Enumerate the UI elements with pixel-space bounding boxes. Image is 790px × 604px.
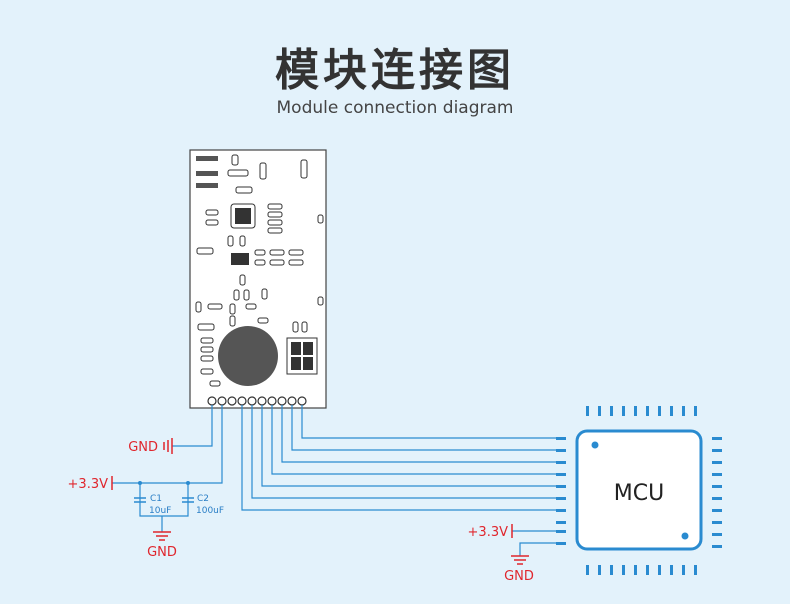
- junction-dot: [138, 481, 142, 485]
- gnd-mcu-label: GND: [504, 569, 534, 584]
- gnd-left-label: GND: [128, 440, 158, 455]
- capacitor-c1: [134, 497, 146, 503]
- cap1-name: C1: [150, 494, 162, 504]
- mcu-bottom-pins: [586, 565, 697, 575]
- mcu-chip: MCU: [556, 406, 722, 575]
- v33-mcu-label: +3.3V: [468, 525, 509, 540]
- signal-wires: [241, 405, 556, 511]
- mcu-label: MCU: [614, 481, 664, 506]
- module-board: [189, 149, 327, 409]
- mcu-left-pins: [556, 437, 566, 545]
- cap2-value: 100uF: [196, 506, 224, 516]
- mcu-power-wires: [511, 524, 556, 565]
- cap1-value: 10uF: [149, 506, 171, 516]
- junction-dot: [186, 481, 190, 485]
- page-title: 模块连接图: [275, 45, 515, 96]
- power-wire: [112, 405, 223, 532]
- mcu-top-pins: [586, 406, 697, 416]
- page-subtitle: Module connection diagram: [276, 98, 514, 118]
- v33-left-label: +3.3V: [68, 477, 109, 492]
- cap2-name: C2: [197, 494, 209, 504]
- capacitor-c2: [182, 497, 194, 503]
- gnd-caps-label: GND: [147, 545, 177, 560]
- gnd-wire: [163, 405, 213, 454]
- mcu-right-pins: [712, 437, 722, 548]
- ground-symbol-caps: [153, 531, 171, 541]
